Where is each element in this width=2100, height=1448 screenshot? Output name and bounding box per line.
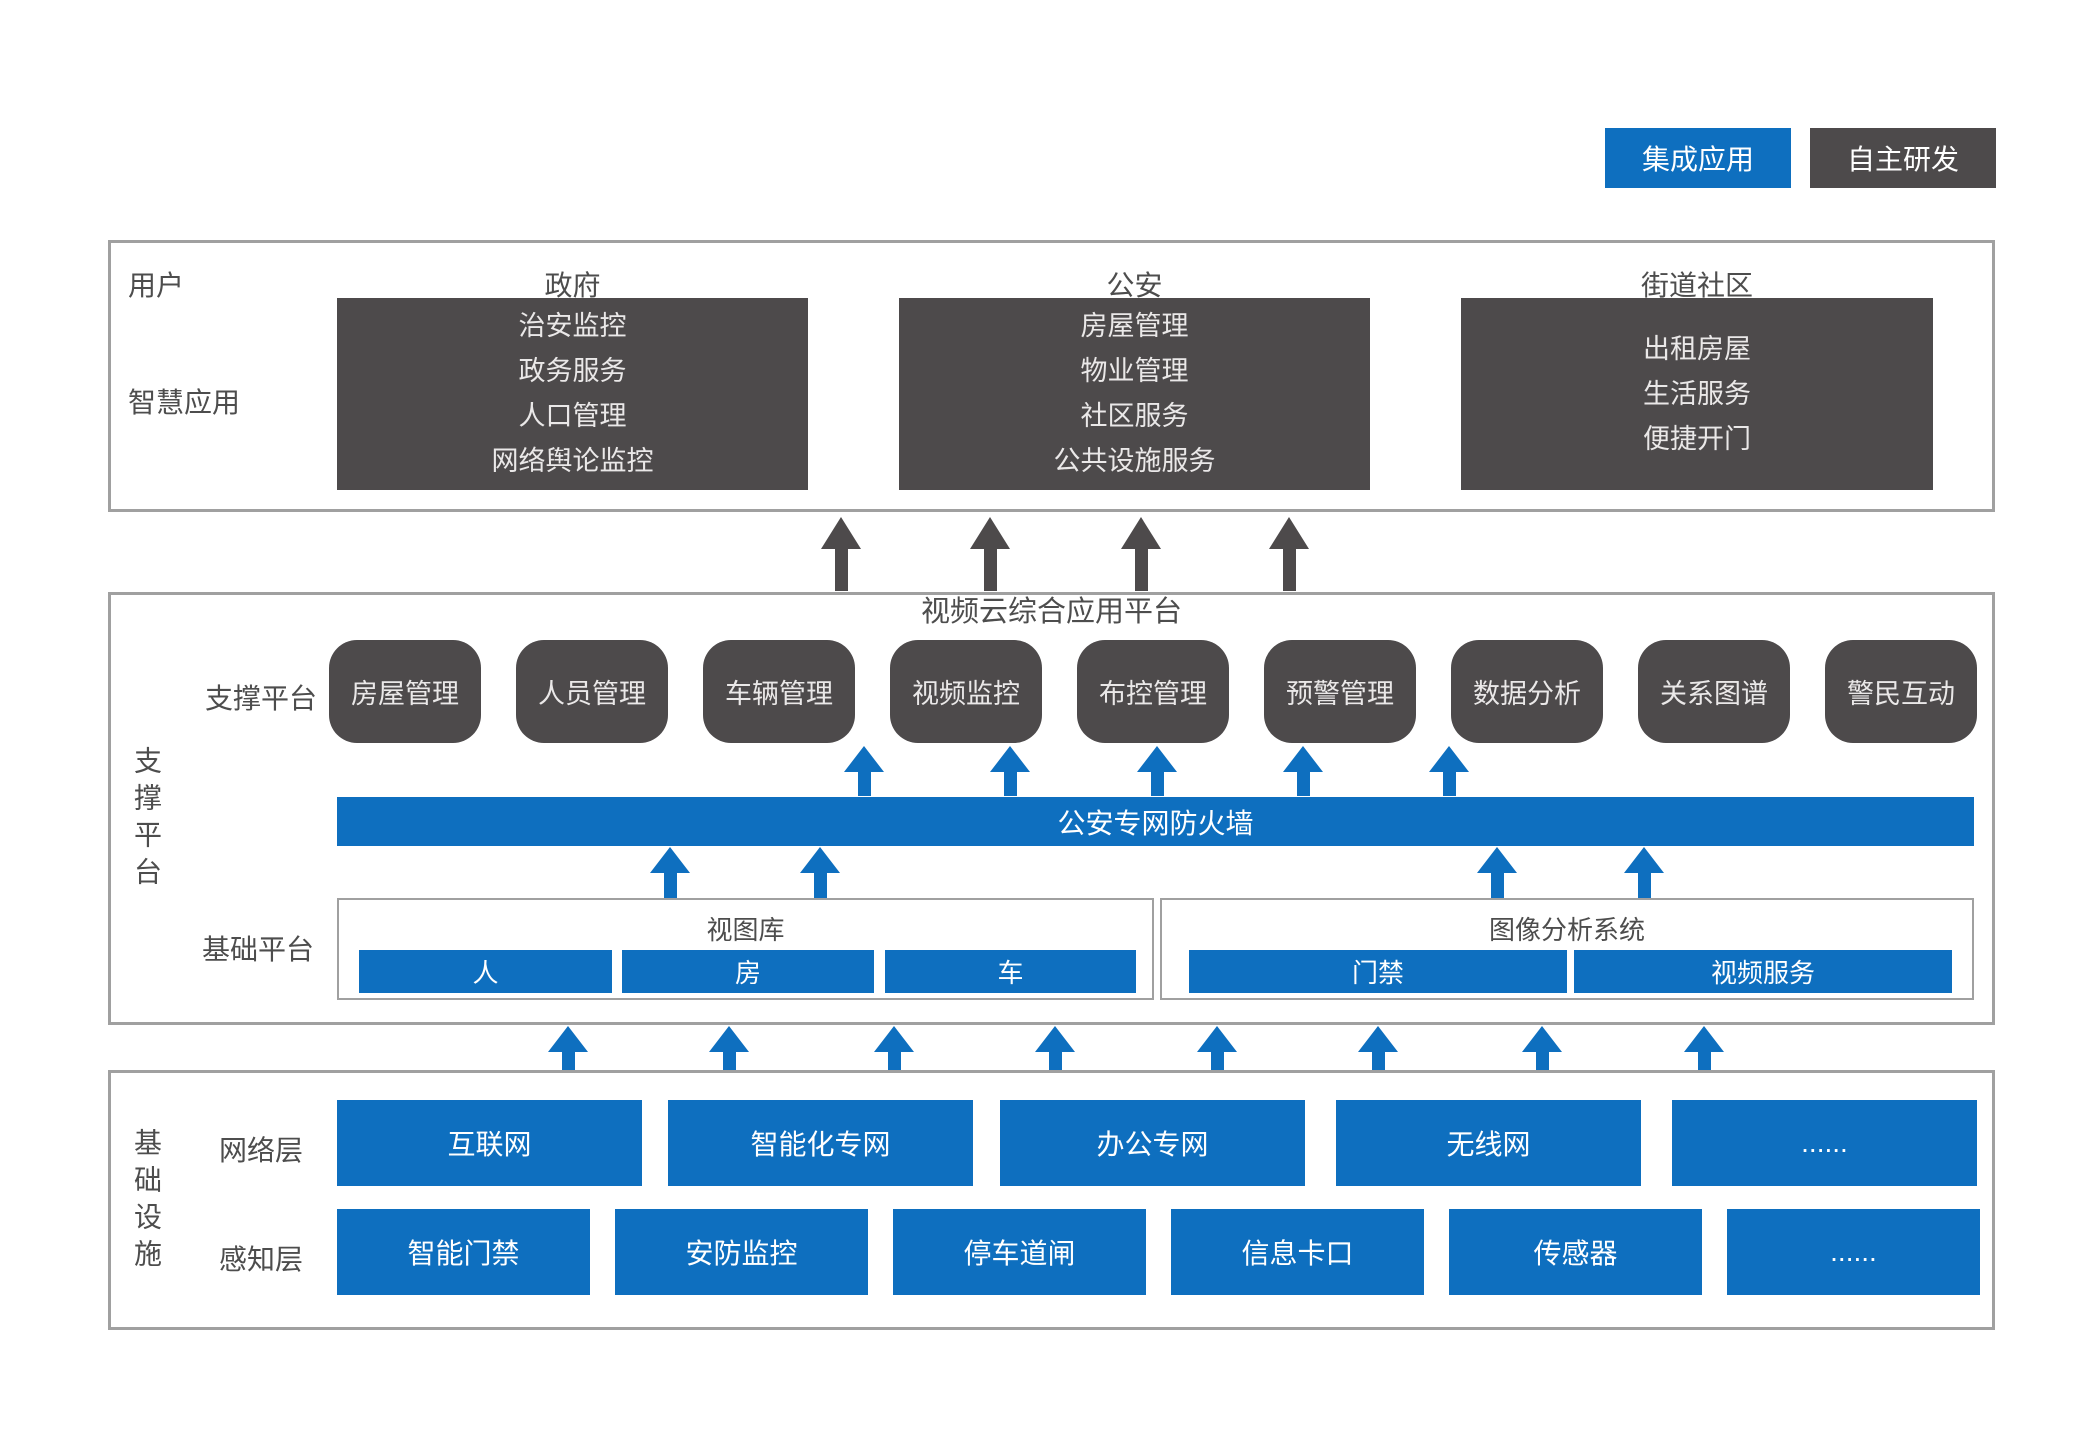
view-library-group: 视图库 人 房 车 [337,898,1154,1000]
app-box-government: 治安监控 政务服务 人口管理 网络舆论监控 [337,298,808,490]
up-arrow-blue-icon [1429,746,1469,796]
legend-self-developed: 自主研发 [1810,128,1996,188]
network-intelligent-private: 智能化专网 [668,1100,973,1186]
up-arrow-blue-icon [650,847,690,898]
support-module-police-citizen: 警民互动 [1825,640,1977,743]
up-arrow-blue-icon [1522,1026,1562,1070]
platform-title: 视频云综合应用平台 [920,596,1182,628]
up-arrow-blue-icon [1197,1026,1237,1070]
up-arrow-blue-icon [800,847,840,898]
app-item: 人口管理 [518,401,627,431]
app-item: 便捷开门 [1643,423,1751,454]
network-wireless: 无线网 [1336,1100,1641,1186]
support-module-relation-graph: 关系图谱 [1638,640,1790,743]
up-arrow-blue-icon [548,1026,588,1070]
sensing-security-monitor: 安防监控 [615,1209,868,1295]
image-analysis-title: 图像分析系统 [1488,915,1645,945]
app-item: 生活服务 [1643,378,1751,409]
support-module-house-mgmt: 房屋管理 [329,640,481,743]
view-library-house-bar: 房 [622,950,874,993]
support-row-label: 支撑平台 [204,683,317,714]
up-arrow-blue-icon [709,1026,749,1070]
platform-side-label: 支撑平台 [131,746,162,894]
up-arrow-blue-icon [844,746,884,796]
app-item: 治安监控 [518,311,627,341]
infra-side-label: 基础设施 [131,1128,162,1276]
firewall-bar: 公安专网防火墙 [337,797,1974,846]
app-item: 公共设施服务 [1053,446,1216,476]
user-row-label: 用户 [128,270,185,301]
up-arrow-dark-icon [821,517,861,591]
smart-app-row-label: 智慧应用 [128,387,241,418]
support-module-alert-mgmt: 预警管理 [1264,640,1416,743]
up-arrow-blue-icon [1283,746,1323,796]
video-service-bar: 视频服务 [1574,950,1952,993]
up-arrow-blue-icon [990,746,1030,796]
app-item: 网络舆论监控 [491,446,654,476]
up-arrow-blue-icon [1035,1026,1075,1070]
support-module-data-analysis: 数据分析 [1451,640,1603,743]
app-item: 政务服务 [518,356,627,386]
sensing-info-checkpoint: 信息卡口 [1171,1209,1424,1295]
view-library-vehicle-bar: 车 [885,950,1136,993]
support-module-video-monitor: 视频监控 [890,640,1042,743]
image-analysis-group: 图像分析系统 门禁 视频服务 [1160,898,1974,1000]
app-item: 出租房屋 [1643,333,1751,364]
network-internet: 互联网 [337,1100,642,1186]
app-box-community: 出租房屋 生活服务 便捷开门 [1461,298,1933,490]
up-arrow-dark-icon [970,517,1010,591]
sensing-parking-gate: 停车道闸 [893,1209,1146,1295]
up-arrow-blue-icon [1624,847,1664,898]
user-column-header-government: 政府 [544,270,601,301]
user-column-header-community: 街道社区 [1640,270,1753,301]
base-row-label: 基础平台 [201,934,314,965]
up-arrow-blue-icon [1684,1026,1724,1070]
up-arrow-blue-icon [1358,1026,1398,1070]
up-arrow-blue-icon [874,1026,914,1070]
app-box-police: 房屋管理 物业管理 社区服务 公共设施服务 [899,298,1370,490]
user-column-header-police: 公安 [1106,270,1163,301]
app-item: 物业管理 [1080,356,1189,386]
sensing-smart-access: 智能门禁 [337,1209,590,1295]
sensing-sensor: 传感器 [1449,1209,1702,1295]
support-module-person-mgmt: 人员管理 [516,640,668,743]
view-library-title: 视图库 [706,915,785,945]
up-arrow-blue-icon [1477,847,1517,898]
support-module-vehicle-mgmt: 车辆管理 [703,640,855,743]
network-layer-label: 网络层 [218,1135,303,1166]
sensing-more: ...... [1727,1209,1980,1295]
support-module-control-mgmt: 布控管理 [1077,640,1229,743]
sensing-layer-label: 感知层 [218,1244,303,1275]
up-arrow-dark-icon [1269,517,1309,591]
up-arrow-dark-icon [1121,517,1161,591]
network-more: ...... [1672,1100,1977,1186]
legend-integrated-app: 集成应用 [1605,128,1791,188]
access-control-bar: 门禁 [1189,950,1567,993]
app-item: 房屋管理 [1080,311,1189,341]
up-arrow-blue-icon [1137,746,1177,796]
app-item: 社区服务 [1080,401,1189,431]
network-office-private: 办公专网 [1000,1100,1305,1186]
view-library-person-bar: 人 [359,950,612,993]
